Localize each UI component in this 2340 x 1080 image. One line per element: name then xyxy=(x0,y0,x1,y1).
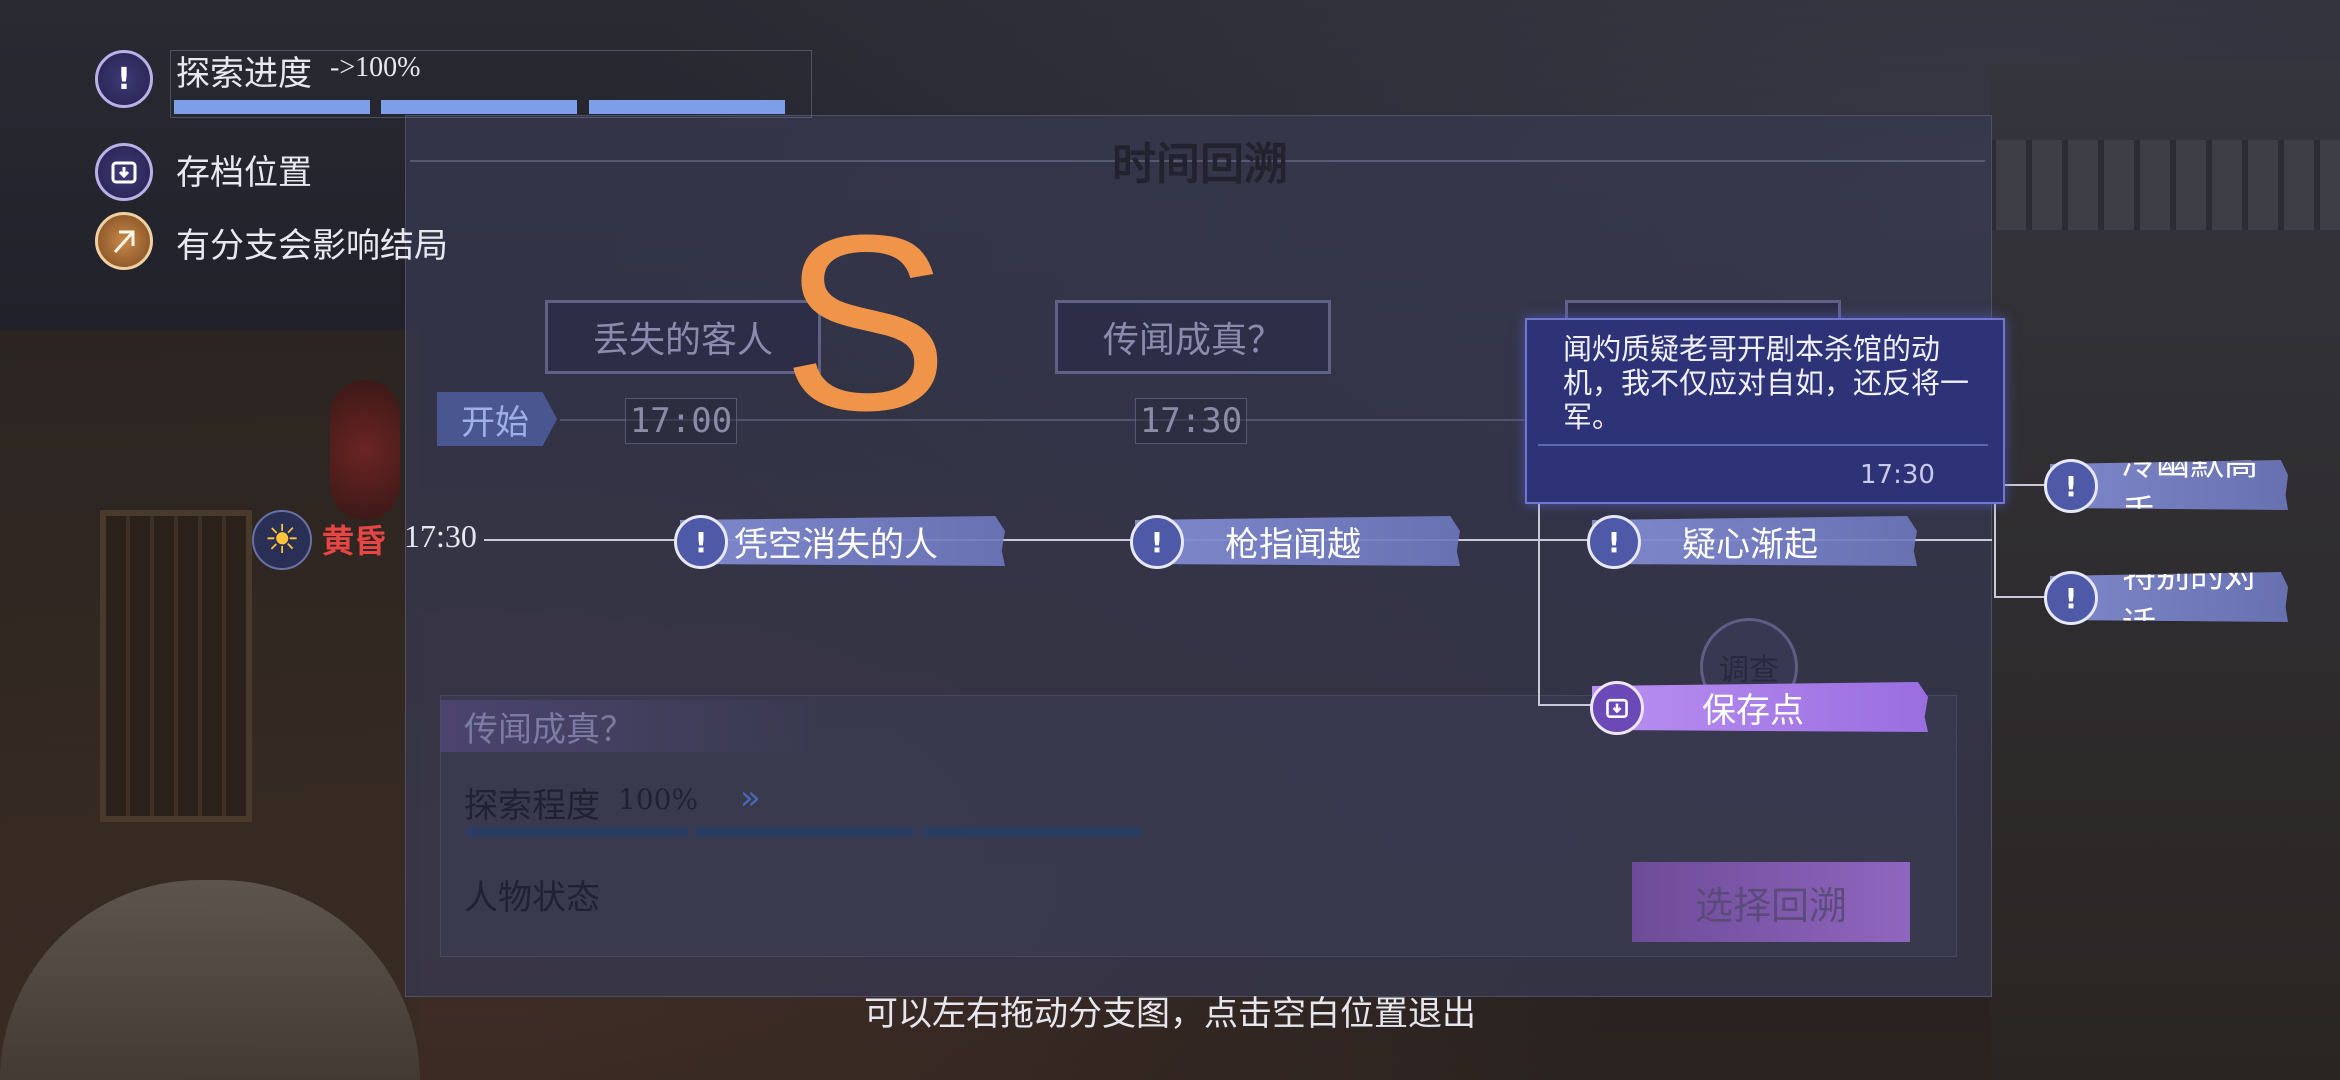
node-save-point[interactable]: 保存点 xyxy=(1592,682,1928,732)
title-ornament-right xyxy=(1330,160,1520,162)
progress-segment xyxy=(174,100,370,114)
node-label: 冷幽默高手 xyxy=(2122,444,2258,510)
period-time: 17:30 xyxy=(404,518,477,554)
progress-label: 探索进度 xyxy=(176,54,312,94)
branch-label: 有分支会影响结局 xyxy=(176,226,448,266)
info-title: 传闻成真？ xyxy=(464,710,634,750)
start-tag: 开始 xyxy=(437,392,557,446)
branch-line-right xyxy=(1994,484,1996,596)
exclamation-icon: ! xyxy=(674,515,728,569)
chapter-timeline xyxy=(560,419,1960,421)
explore-bar-segment xyxy=(466,827,688,837)
save-icon xyxy=(95,143,153,201)
progress-segment xyxy=(589,100,785,114)
chapter-time-1: 17:00 xyxy=(625,398,737,444)
node-label: 特别的对话 xyxy=(2122,556,2258,622)
save-location-label: 存档位置 xyxy=(176,153,312,193)
background-lantern xyxy=(330,380,400,520)
progress-frame xyxy=(170,50,812,118)
exclamation-icon: ! xyxy=(1130,515,1184,569)
tooltip-text: 闻灼质疑老哥开剧本杀馆的动机，我不仅应对自如，还反将一军。 xyxy=(1563,332,1970,434)
branch-icon xyxy=(95,212,153,270)
period-label: 黄昏 xyxy=(322,522,387,560)
character-status-label: 人物状态 xyxy=(464,878,600,918)
background-window xyxy=(100,510,252,822)
panel-header-divider xyxy=(410,160,1985,162)
select-rewind-button[interactable]: 选择回溯 xyxy=(1632,862,1910,942)
progress-value: ->100% xyxy=(330,52,421,83)
exclamation-icon: ! xyxy=(2044,459,2098,513)
explore-value: 100% xyxy=(618,783,699,816)
branch-line-vertical xyxy=(1538,500,1540,705)
node-label: 凭空消失的人 xyxy=(734,524,938,565)
exclamation-icon: ! xyxy=(95,50,153,108)
explore-bar-segment xyxy=(695,827,915,837)
background-house-right xyxy=(1990,60,2340,1080)
node-label: 疑心渐起 xyxy=(1682,524,1818,565)
info-title-bg xyxy=(440,700,820,752)
panel-title: 时间回溯 xyxy=(1112,139,1288,190)
explore-bar-segment xyxy=(922,827,1142,837)
node-label: 枪指闻越 xyxy=(1225,524,1361,565)
chapter-box-1[interactable]: 丢失的客人 xyxy=(545,300,821,374)
node-gun-pointed[interactable]: 枪指闻越 xyxy=(1135,516,1460,566)
explore-label: 探索程度 xyxy=(464,786,600,826)
save-icon xyxy=(1590,681,1644,735)
branch-line-top xyxy=(2000,484,2062,486)
node-label: 保存点 xyxy=(1702,690,1804,731)
node-suspicion-rises[interactable]: 疑心渐起 xyxy=(1592,516,1917,566)
branch-line-bottom xyxy=(1994,596,2062,598)
tooltip-divider xyxy=(1538,444,1988,446)
node-tooltip xyxy=(1525,318,2005,504)
double-chevron-icon: » xyxy=(740,778,761,818)
exclamation-icon: ! xyxy=(2044,571,2098,625)
chapter-box-2[interactable]: 传闻成真？ xyxy=(1055,300,1331,374)
tooltip-time: 17:30 xyxy=(1860,460,1935,490)
sun-icon: ☀ xyxy=(252,510,312,570)
drag-hint: 可以左右拖动分支图，点击空白位置退出 xyxy=(864,994,1476,1034)
progress-segment xyxy=(381,100,577,114)
branch-line-save xyxy=(1538,704,1592,706)
exclamation-icon: ! xyxy=(1587,515,1641,569)
watermark-letter: S xyxy=(782,183,949,462)
node-vanished-person[interactable]: 凭空消失的人 xyxy=(680,516,1005,566)
chapter-time-2: 17:30 xyxy=(1135,398,1247,444)
title-ornament-left xyxy=(880,160,1070,162)
background-eave xyxy=(1960,140,2340,230)
